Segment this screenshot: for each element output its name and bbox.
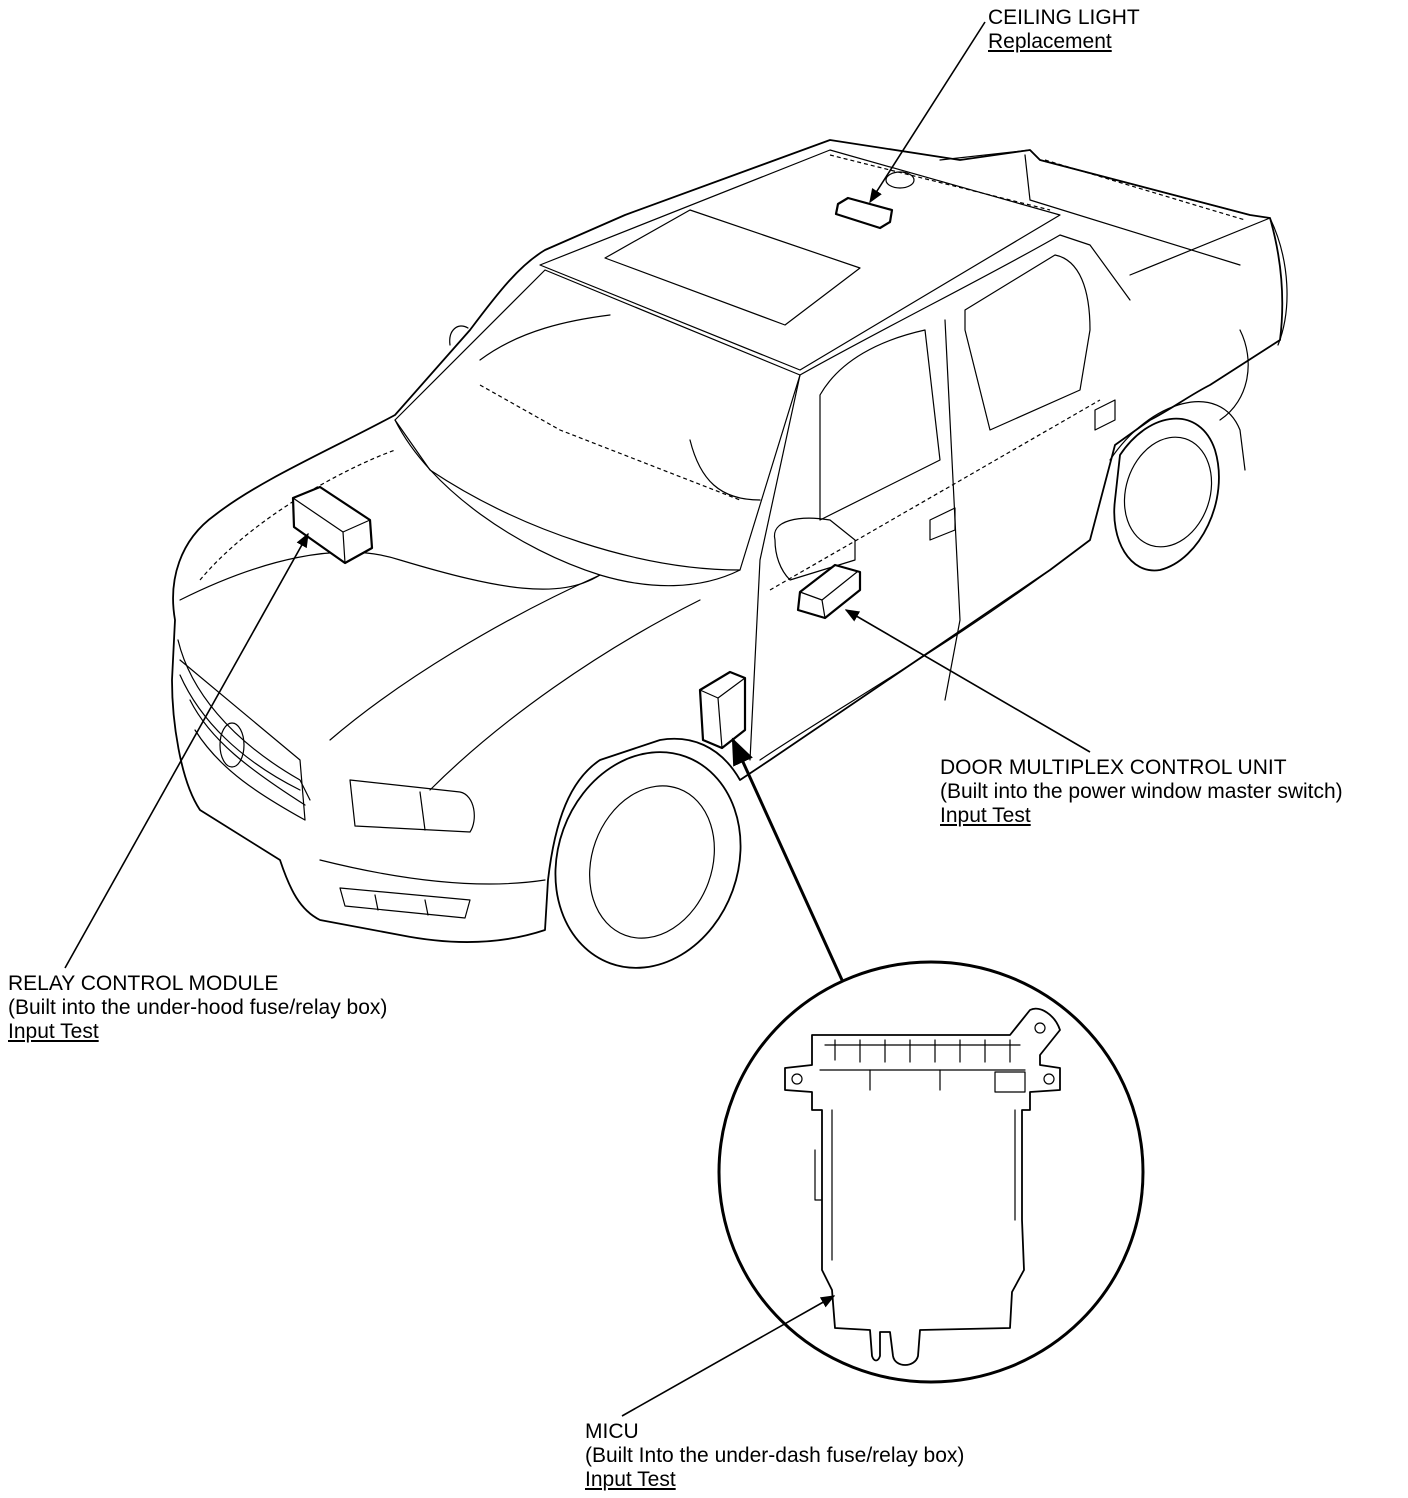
ceiling-light-replacement-link[interactable]: Replacement	[988, 30, 1112, 53]
relay-control-note: (Built into the under-hood fuse/relay bo…	[8, 996, 388, 1019]
micu-title: MICU	[585, 1420, 639, 1443]
ceiling-light-label: CEILING LIGHT Replacement	[988, 6, 1140, 54]
micu-input-test-link[interactable]: Input Test	[585, 1468, 676, 1491]
ceiling-light	[834, 196, 894, 230]
door-multiplex-label: DOOR MULTIPLEX CONTROL UNIT (Built into …	[940, 756, 1343, 828]
leader-lines	[64, 21, 1091, 1417]
micu-note: (Built Into the under-dash fuse/relay bo…	[585, 1444, 965, 1467]
door-multiplex-note: (Built into the power window master swit…	[940, 780, 1343, 803]
door-multiplex-input-test-link[interactable]: Input Test	[940, 804, 1031, 827]
micu-detail-view	[717, 960, 1145, 1384]
truck-illustration	[171, 139, 1288, 969]
ceiling-light-title: CEILING LIGHT	[988, 6, 1140, 29]
micu-label: MICU (Built Into the under-dash fuse/rel…	[585, 1420, 964, 1492]
door-multiplex-module	[796, 563, 862, 620]
door-multiplex-title: DOOR MULTIPLEX CONTROL UNIT	[940, 756, 1287, 779]
relay-control-label: RELAY CONTROL MODULE (Built into the und…	[8, 972, 387, 1044]
micu-module	[698, 670, 747, 750]
relay-control-input-test-link[interactable]: Input Test	[8, 1020, 99, 1043]
relay-control-title: RELAY CONTROL MODULE	[8, 972, 279, 995]
